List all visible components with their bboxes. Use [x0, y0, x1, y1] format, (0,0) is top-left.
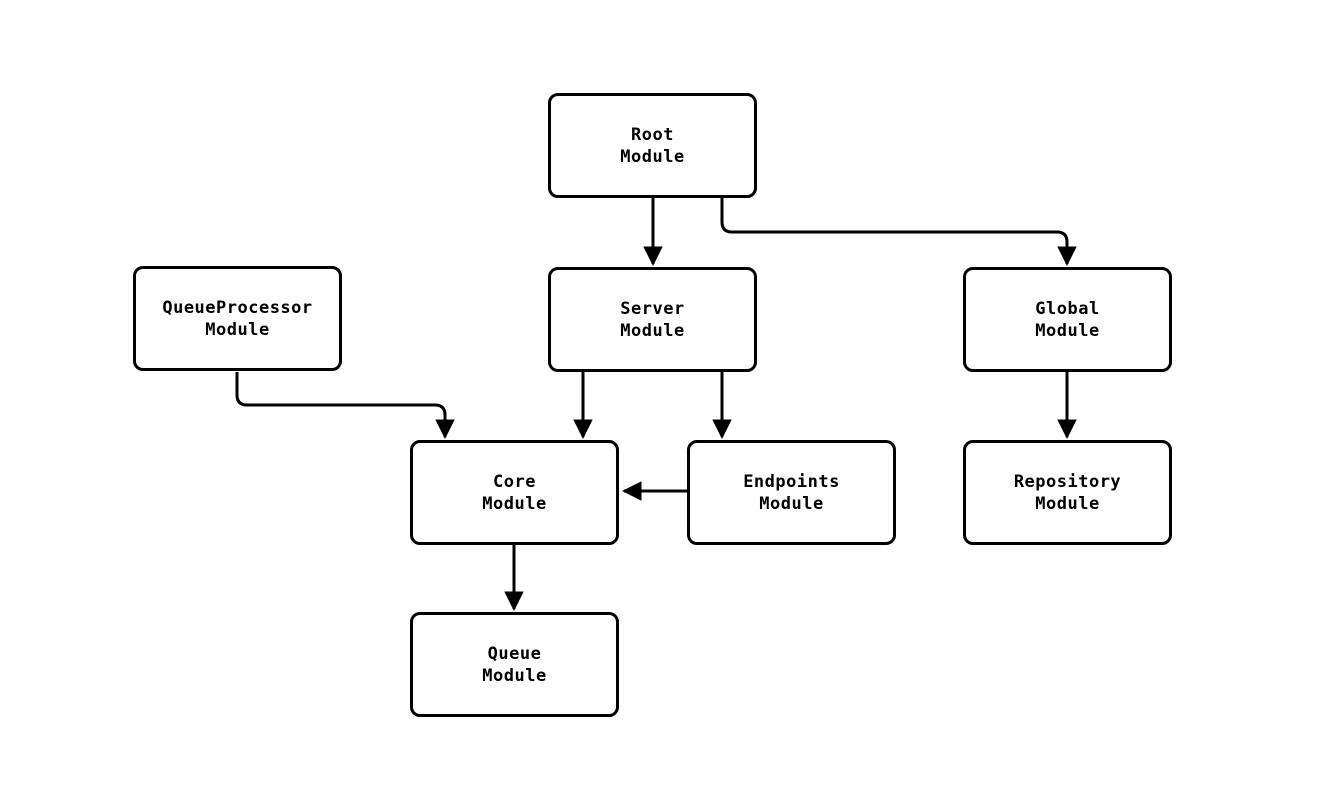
node-label-line: Global	[1035, 298, 1100, 319]
node-label-line: Queue	[487, 643, 542, 664]
node-label-line: Module	[1035, 493, 1100, 514]
node-endpoints-module: Endpoints Module	[687, 440, 896, 545]
node-label-line: Endpoints	[743, 471, 840, 492]
edge-queueprocessor-to-core	[235, 372, 455, 439]
node-label-line: Module	[620, 320, 685, 341]
node-label-line: Module	[205, 319, 270, 340]
node-core-module: Core Module	[410, 440, 619, 545]
node-queue-module: Queue Module	[410, 612, 619, 717]
node-label-line: Module	[1035, 320, 1100, 341]
node-label-line: QueueProcessor	[162, 297, 313, 318]
node-label-line: Server	[620, 298, 685, 319]
node-label-line: Module	[482, 665, 547, 686]
node-label-line: Root	[631, 124, 674, 145]
node-label-line: Repository	[1013, 471, 1122, 492]
node-root-module: Root Module	[548, 93, 757, 198]
node-queueprocessor-module: QueueProcessor Module	[133, 266, 342, 371]
node-label-line: Module	[759, 493, 824, 514]
node-label-line: Module	[620, 146, 685, 167]
edge-root-to-global	[720, 198, 1077, 266]
node-label-line: Core	[493, 471, 536, 492]
node-label-line: Module	[482, 493, 547, 514]
node-repository-module: Repository Module	[963, 440, 1172, 545]
node-server-module: Server Module	[548, 267, 757, 372]
node-global-module: Global Module	[963, 267, 1172, 372]
